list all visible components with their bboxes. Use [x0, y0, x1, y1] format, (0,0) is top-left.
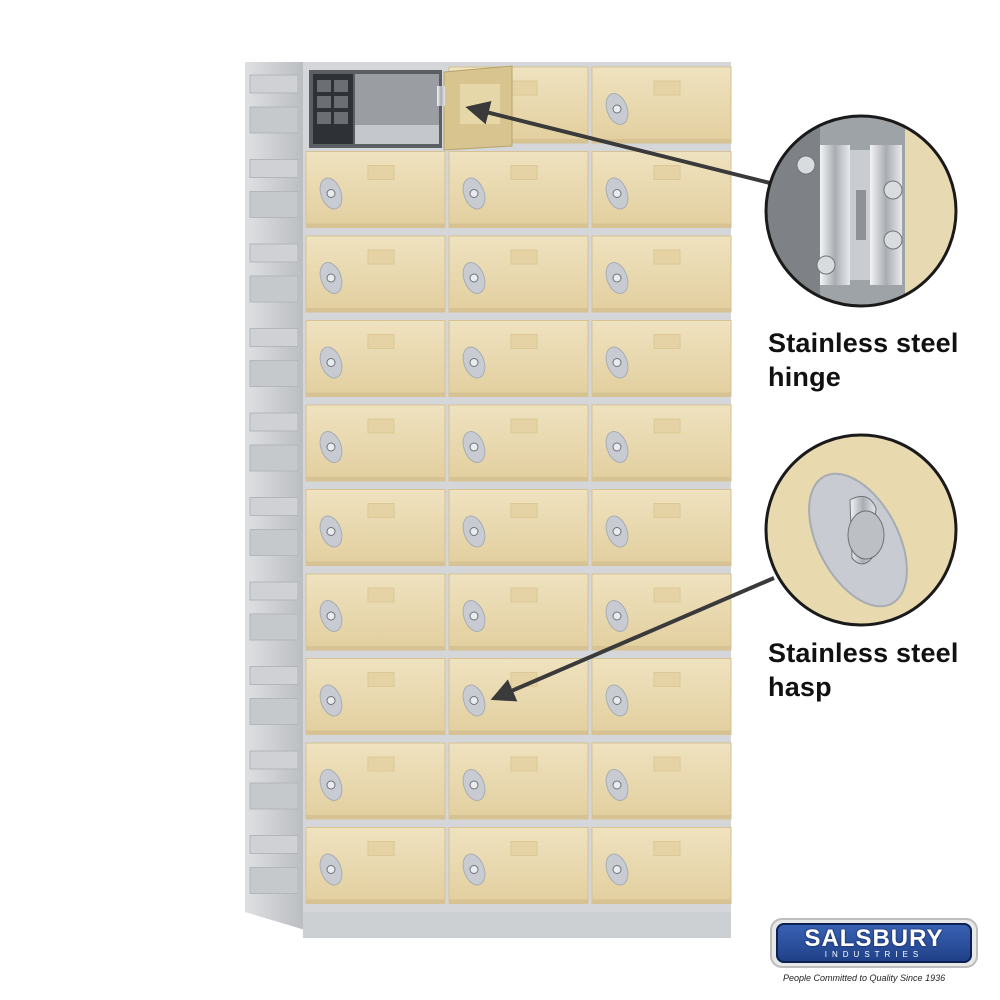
locker-door[interactable]	[305, 742, 446, 820]
hasp-callout-arrow	[490, 576, 775, 702]
number-plate	[367, 165, 395, 180]
number-plate	[653, 587, 681, 603]
number-plate	[653, 334, 681, 349]
number-plate	[653, 418, 681, 434]
locker-door[interactable]	[591, 235, 732, 313]
locker-door[interactable]	[448, 573, 589, 651]
number-plate	[367, 841, 395, 856]
locker-door[interactable]	[448, 235, 589, 313]
locker-door[interactable]	[591, 151, 732, 228]
brand-logo: SALSBURY INDUSTRIES	[770, 918, 978, 968]
locker-door[interactable]	[448, 404, 589, 482]
number-plate	[367, 503, 395, 518]
number-plate	[653, 80, 681, 96]
number-plate	[510, 165, 538, 180]
locker-door[interactable]	[448, 827, 589, 904]
hinge-caption-line2: hinge	[768, 362, 841, 392]
locker-base	[303, 912, 731, 938]
hinge-caption-line1: Stainless steel	[768, 328, 959, 358]
number-plate	[653, 165, 681, 180]
number-plate	[653, 756, 681, 772]
hinge-callout-arrow	[465, 101, 771, 185]
number-plate	[653, 672, 681, 687]
locker-door[interactable]	[305, 235, 446, 313]
locker-door[interactable]	[448, 489, 589, 566]
number-plate	[653, 249, 681, 265]
locker-door[interactable]	[305, 573, 446, 651]
brand-name: SALSBURY	[804, 925, 944, 952]
side-panel-ribs	[249, 74, 299, 894]
locker-door[interactable]	[591, 66, 732, 144]
hasp-caption-line1: Stainless steel	[768, 638, 959, 668]
locker-door[interactable]	[305, 489, 446, 566]
open-compartment	[309, 70, 442, 148]
brand-subtitle: INDUSTRIES	[824, 950, 924, 959]
number-plate	[510, 587, 538, 603]
number-plate	[653, 841, 681, 856]
number-plate	[510, 334, 538, 349]
number-plate	[653, 503, 681, 518]
locker-door[interactable]	[591, 573, 732, 651]
number-plate	[510, 80, 538, 96]
number-plate	[510, 756, 538, 772]
number-plate	[367, 587, 395, 603]
locker-door[interactable]	[591, 489, 732, 566]
locker-door[interactable]	[448, 658, 589, 735]
locker-doors	[305, 66, 732, 904]
hinge-caption: Stainless steel hinge	[768, 326, 959, 394]
locker-door[interactable]	[591, 742, 732, 820]
locker-door[interactable]	[305, 658, 446, 735]
number-plate	[367, 672, 395, 687]
hinge-icon	[437, 86, 445, 106]
number-plate	[510, 841, 538, 856]
locker-door[interactable]	[305, 320, 446, 397]
locker-door[interactable]	[305, 404, 446, 482]
number-plate	[367, 418, 395, 434]
locker-door[interactable]	[591, 404, 732, 482]
number-plate	[367, 334, 395, 349]
locker-door[interactable]	[448, 151, 589, 228]
number-plate	[510, 503, 538, 518]
number-plate	[510, 418, 538, 434]
locker-door[interactable]	[591, 658, 732, 735]
number-plate	[367, 249, 395, 265]
hasp-caption-line2: hasp	[768, 672, 832, 702]
hinge-closeup	[764, 114, 958, 308]
locker-door[interactable]	[591, 827, 732, 904]
brand-logo-badge: SALSBURY INDUSTRIES	[776, 923, 972, 963]
locker-door[interactable]	[305, 827, 446, 904]
brand-tagline: People Committed to Quality Since 1936	[783, 973, 946, 983]
locker-side-panel	[245, 62, 305, 930]
number-plate	[510, 249, 538, 265]
locker-door[interactable]	[591, 320, 732, 397]
locker-door[interactable]	[448, 742, 589, 820]
number-plate	[367, 756, 395, 772]
hasp-closeup	[764, 433, 958, 627]
locker-door[interactable]	[305, 151, 446, 228]
hasp-caption: Stainless steel hasp	[768, 636, 959, 704]
locker-door[interactable]	[448, 320, 589, 397]
